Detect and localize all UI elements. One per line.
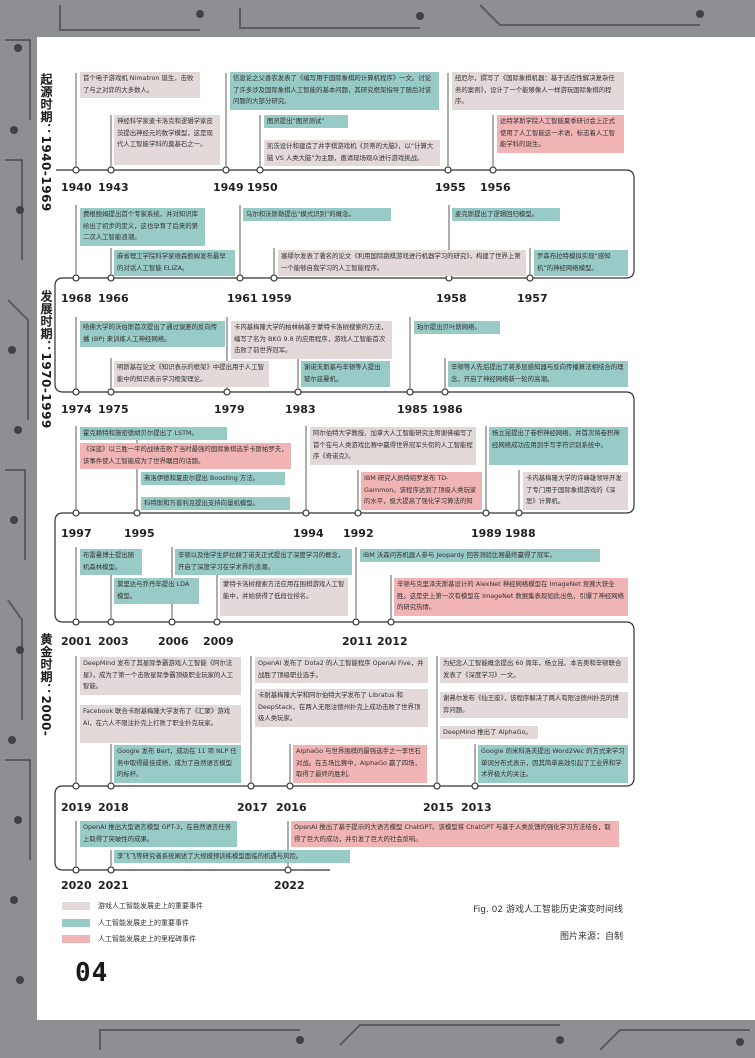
year-label: 1950 (247, 181, 278, 194)
event-card: IBM 沃森问答机器人参与 Jeopardy 回答测验比赛最终赢得了冠军。 (360, 549, 600, 562)
event-card: 杨立昆提出了卷积神经网络，并首次将卷积神经网络成功应用到手写字符识别系统中。 (489, 427, 628, 465)
year-label: 1979 (214, 403, 245, 416)
year-label: 1949 (213, 181, 244, 194)
year-label: 1968 (61, 292, 92, 305)
event-card: 谢诺夫斯基与辛顿等人提出玻尔兹曼机。 (301, 361, 390, 387)
event-card: 首个电子游戏机 Nimatron 诞生，击败了与之对弈的大多数人。 (80, 72, 200, 98)
event-card: Google 发布 Bert，成功在 11 项 NLP 任务中取得最佳成绩，成为… (114, 745, 241, 783)
event-card: OpenAI 推出大型语言模型 GPT-3，在自然语言任务上取得了突破性的成果。 (80, 821, 237, 847)
legend-swatch (62, 902, 90, 910)
image-source: 图片来源：自制 (559, 932, 623, 942)
year-label: 1995 (124, 527, 155, 540)
year-label: 1989 (471, 527, 502, 540)
event-card: 卡内基梅隆大学的许峰雄领导开发了专门用于国际象棋游戏的《深思》计算机。 (523, 472, 628, 510)
legend-label: 人工智能发展史上的重要事件 (98, 919, 189, 927)
year-label: 2006 (158, 635, 189, 648)
event-card: AlphaGo 与世界围棋的最强选手之一李世石对战。在五场比赛中，AlphaGo… (293, 745, 427, 783)
event-card: IBM 研究人员特绍罗发布 TD-Gammon。该程序达到了顶级人类玩家的水平，… (361, 472, 482, 510)
year-label: 2016 (276, 801, 307, 814)
year-label: 1985 (397, 403, 428, 416)
legend-swatch (62, 935, 90, 943)
event-card: 珀尔提出贝叶斯网络。 (414, 321, 500, 334)
event-card: DeepMind 发布了其星际争霸游戏人工智能《阿尔法星》，成为了第一个击败星际… (80, 657, 241, 695)
event-card: 纽厄尔，撰写了《国际象棋机器：基于适应性解决复杂任务的案例》，设计了一个能够像人… (452, 72, 624, 110)
event-card: 麻省理工学院科学家维森鲍姆发布最早的对话人工智能 ELIZA。 (114, 250, 235, 276)
year-label: 2003 (98, 635, 129, 648)
page-number: 04 (75, 958, 109, 988)
event-card: 科特斯和万普利克提出支持向量机模型。 (141, 497, 290, 510)
year-label: 1966 (98, 292, 129, 305)
event-card: 阿尔伯特大学教授、加拿大人工智能研究主席谢佛编写了首个在与人类游戏比赛中赢得世界… (310, 427, 476, 465)
event-card: 罗森布拉特模拟实现“感知机”的神经网络模型。 (534, 250, 628, 276)
event-card: 乌尔和沃斯勒提出“模式识别”的概念。 (243, 208, 391, 221)
event-card: 蒙特卡洛树搜索方法应用在围棋游戏人工智能中，并始获得了低段位排名。 (220, 578, 348, 616)
year-label: 1974 (61, 403, 92, 416)
event-card: 图灵提出“图灵测试” (264, 115, 348, 128)
year-label: 2017 (237, 801, 268, 814)
figure-caption: Fig. 02 游戏人工智能历史演变时间线 (473, 905, 623, 915)
year-label: 1943 (98, 181, 129, 194)
year-label: 2022 (274, 879, 305, 892)
event-card: 麦克斯提出了逻辑回归模型。 (452, 208, 560, 221)
event-card: 《深蓝》以三胜一平的战绩击败了当时最强的国际象棋选手卡斯帕罗夫，该事件使人工智能… (80, 443, 291, 469)
event-card: 凯茨设计和建造了井字棋游戏机《贝蒂的大脑》，以“计算大脑 VS 人类大脑”为主题… (264, 140, 440, 166)
year-label: 2019 (61, 801, 92, 814)
event-card: 明斯基在论文《知识表示的框架》中提出用于人工智能中的知识表示学习框架理论。 (114, 361, 269, 387)
event-card: DeepMind 推出了 AlphaGo。 (440, 726, 538, 739)
event-card: Facebook 联合卡耐基梅隆大学发布了《汇聚》游戏 AI，在六人不限注扑克上… (80, 705, 241, 743)
year-label: 2012 (377, 635, 408, 648)
event-card: 辛顿以及他学生萨拉赫丁诺夫正式提出了深度学习的概念，开启了深度学习在学术界的浪潮… (175, 549, 352, 575)
event-card: 辛顿等人先后提出了将多层感知器与反向传播算法相结合的理念，开启了神经网络新一轮的… (448, 361, 628, 387)
year-label: 2021 (98, 879, 129, 892)
period-label-development: 发展时期：1970-1999 (39, 290, 53, 429)
event-card: 为纪念人工智能概念提出 60 周年，杨立昆、本吉奥和辛顿联合发表了《深度学习》一… (440, 657, 628, 683)
year-label: 2020 (61, 879, 92, 892)
event-card: OpenAI 推出了基于提示的大语言模型 ChatGPT。该模型将 ChatGP… (291, 821, 619, 847)
legend-swatch (62, 919, 90, 927)
legend-label: 人工智能发展史上的里程碑事件 (98, 935, 196, 943)
legend-label: 游戏人工智能发展史上的重要事件 (98, 902, 203, 910)
event-card: 谢弗尔发布《仙王座》，该程序解决了两人有限注德州扑克的博弈问题。 (440, 692, 628, 718)
year-label: 1956 (480, 181, 511, 194)
event-card: 哈佛大学的沃伯斯首次提出了通过误差的反向传播 (BP) 来训练人工神经网络。 (80, 321, 225, 347)
year-label: 1975 (98, 403, 129, 416)
event-card: OpenAI 发布了 Dota2 的人工智能程序 OpenAI Five，并战胜… (255, 657, 428, 683)
year-label: 2009 (203, 635, 234, 648)
event-card: Google 的米科洛夫提出 Word2Vec 的方式来学习单词分布式表示，因其… (478, 745, 628, 783)
period-label-golden: 黄金时期：2000- (39, 633, 53, 737)
event-card: 卡内基梅隆大学的柏林纳基于蒙特卡洛树搜索的方法，编写了名为 BKG 9.8 的应… (231, 321, 392, 359)
year-label: 1992 (343, 527, 374, 540)
year-label: 2001 (61, 635, 92, 648)
year-label: 1955 (435, 181, 466, 194)
year-label: 1986 (432, 403, 463, 416)
year-label: 2013 (461, 801, 492, 814)
year-label: 1961 (227, 292, 258, 305)
year-label: 2015 (423, 801, 454, 814)
event-card: 辛顿与克里泽夫斯基设计的 AlexNet 神经网络模型在 ImageNet 竞赛… (394, 578, 628, 616)
year-label: 1959 (261, 292, 292, 305)
event-card: 信息论之父香农发表了《编写用于国际象棋的计算机程序》一文。讨论了许多涉及国际象棋… (230, 72, 439, 110)
event-card: 莫里达与乔丹年提出 LDA 模型。 (114, 578, 199, 604)
period-label-origin: 起源时期：1940-1969 (39, 73, 53, 212)
event-card: 霍克赖特和施密德胡贝尔提出了 LSTM。 (80, 427, 227, 440)
event-card: 神经科学家麦卡洛克和逻辑学家皮茨提出神经元的数学模型，这是现代人工智能学科的奠基… (114, 115, 220, 165)
year-label: 1958 (436, 292, 467, 305)
year-label: 1940 (61, 181, 92, 194)
event-card: 卡耐基梅隆大学和阿尔伯特大学发布了 Libratus 和 DeepStack，在… (255, 689, 428, 727)
event-card: 达特茅斯学院人工智能夏季研讨会上正式使用了人工智能这一术语，标志着人工智能学科的… (497, 115, 624, 153)
year-label: 1957 (517, 292, 548, 305)
event-card: 费根鲍姆提出首个专家系统，并对知识库给出了初步的定义，这也孕育了后来的第二次人工… (80, 208, 205, 246)
year-label: 2011 (342, 635, 373, 648)
year-label: 2018 (98, 801, 129, 814)
year-label: 1994 (293, 527, 324, 540)
year-label: 1983 (285, 403, 316, 416)
year-label: 1988 (505, 527, 536, 540)
year-label: 1997 (61, 527, 92, 540)
event-card: 弗洛伊德和夏皮尔提出 Boosting 方法。 (141, 472, 285, 485)
event-card: 李飞飞等研究者系统阐述了大规模预训练模型面临的机遇与风险。 (114, 850, 350, 863)
event-card: 布雷曼博士提出随机森林模型。 (80, 549, 142, 575)
event-card: 塞缪尔发表了著名的论文《利用国际跳棋游戏进行机器学习的研究》，构建了世界上第一个… (278, 250, 526, 276)
